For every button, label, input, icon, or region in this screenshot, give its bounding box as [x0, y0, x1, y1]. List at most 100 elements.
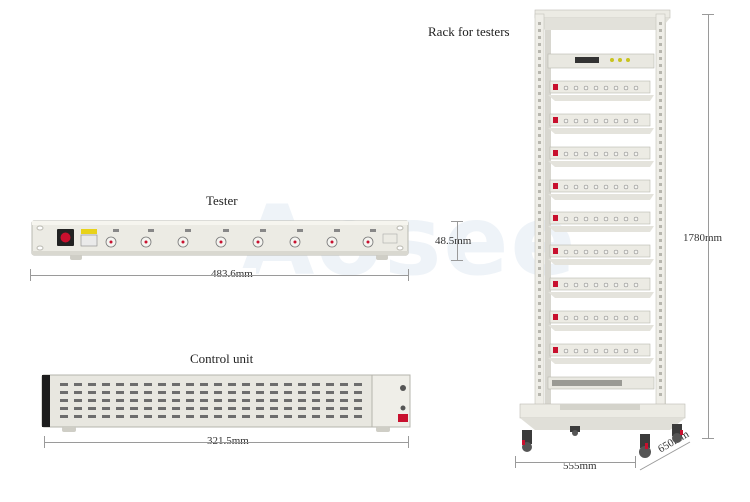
control-unit-front-panel: [42, 375, 50, 427]
tester-height-dimension-line: [457, 221, 458, 261]
post-hole: [659, 204, 662, 207]
vent-slot: [340, 407, 348, 410]
tester-bottom-edge: [32, 251, 408, 255]
vent-slot: [284, 407, 292, 410]
post-hole: [659, 106, 662, 109]
post-hole: [538, 281, 541, 284]
vent-slot: [284, 391, 292, 394]
rack-tester-connector: [583, 151, 589, 157]
control-unit-foot: [62, 427, 76, 432]
vent-slot: [144, 399, 152, 402]
post-hole: [538, 106, 541, 109]
control-unit-switch: [398, 414, 408, 422]
rack-tester-connector: [563, 85, 569, 91]
tester-unit: [31, 220, 409, 260]
vent-slot: [326, 391, 334, 394]
post-hole: [659, 393, 662, 396]
vent-slot: [116, 415, 124, 418]
rack-tester-connector: [613, 184, 619, 190]
vent-slot: [312, 391, 320, 394]
post-hole: [538, 50, 541, 53]
post-hole: [538, 148, 541, 151]
post-hole: [538, 225, 541, 228]
post-hole: [538, 155, 541, 158]
post-hole: [538, 204, 541, 207]
post-hole: [659, 50, 662, 53]
vent-slot: [172, 399, 180, 402]
vent-slot: [354, 415, 362, 418]
post-hole: [538, 218, 541, 221]
rack-tester-connector: [603, 348, 609, 354]
vent-slot: [256, 383, 264, 386]
rack-tester-connector: [593, 151, 599, 157]
rack-tester-connector: [573, 184, 579, 190]
rack-shelf: [548, 128, 654, 134]
vent-slot: [270, 391, 278, 394]
rack-height-dimension-line: [708, 14, 709, 438]
vent-slot: [340, 415, 348, 418]
vent-slot: [186, 407, 194, 410]
tester-foot: [70, 255, 82, 260]
post-hole: [659, 155, 662, 158]
post-hole: [659, 253, 662, 256]
post-hole: [538, 330, 541, 333]
post-hole: [659, 36, 662, 39]
rack-tester-connector: [633, 184, 639, 190]
rack-tester-connector: [613, 348, 619, 354]
post-hole: [538, 337, 541, 340]
rack-tester-connector: [623, 216, 629, 222]
display-label-strip: [81, 229, 97, 234]
vent-slot: [130, 399, 138, 402]
rack-tester-connector: [633, 348, 639, 354]
vent-slot: [256, 399, 264, 402]
vent-slot: [354, 407, 362, 410]
rack-height-label: 1780mm: [683, 232, 723, 244]
rack-tester-power: [553, 183, 558, 189]
post-hole: [659, 43, 662, 46]
vent-slot: [326, 399, 334, 402]
post-hole: [538, 176, 541, 179]
rack-bottom-label: [552, 380, 622, 386]
rack-tester-connector: [633, 216, 639, 222]
rack-tester-connector: [593, 216, 599, 222]
vent-slot: [60, 415, 68, 418]
post-hole: [538, 197, 541, 200]
post-hole: [538, 22, 541, 25]
vent-slot: [74, 391, 82, 394]
vent-slot: [326, 415, 334, 418]
post-hole: [538, 365, 541, 368]
vent-slot: [312, 383, 320, 386]
vent-slot: [284, 383, 292, 386]
vent-slot: [284, 415, 292, 418]
vent-slot: [200, 407, 208, 410]
vent-slot: [102, 399, 110, 402]
rack-shelf: [548, 226, 654, 232]
rack-tester-connector: [563, 184, 569, 190]
vent-slot: [130, 415, 138, 418]
rack-tester-connector: [583, 249, 589, 255]
post-hole: [659, 162, 662, 165]
post-hole: [659, 281, 662, 284]
rack-tester-connector: [623, 348, 629, 354]
vent-slot: [60, 391, 68, 394]
vent-slot: [74, 399, 82, 402]
post-hole: [659, 134, 662, 137]
rack-shelf: [548, 259, 654, 265]
post-hole: [659, 85, 662, 88]
vent-slot: [172, 383, 180, 386]
vent-slot: [242, 399, 250, 402]
rack-tester-connector: [563, 282, 569, 288]
vent-slot: [172, 415, 180, 418]
rack-tester-connector: [623, 184, 629, 190]
post-hole: [538, 127, 541, 130]
rack-tester-connector: [603, 249, 609, 255]
rack-top-inner: [535, 18, 670, 30]
post-hole: [659, 22, 662, 25]
vent-slot: [116, 391, 124, 394]
vent-slot: [214, 399, 222, 402]
vent-slot: [116, 407, 124, 410]
rack-label: Rack for testers: [428, 24, 510, 39]
rack-tester-connector: [583, 118, 589, 124]
post-hole: [659, 239, 662, 242]
rack-tester-connector: [633, 118, 639, 124]
